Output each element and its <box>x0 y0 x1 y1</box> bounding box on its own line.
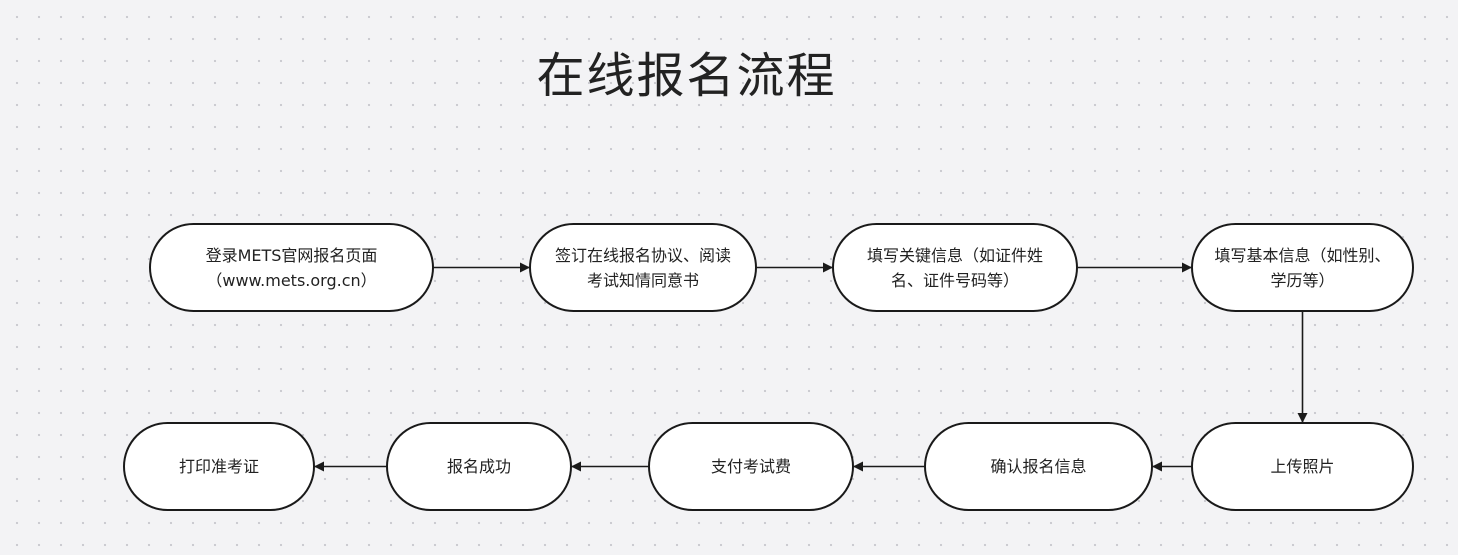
step-label: 登录METS官网报名页面（www.mets.org.cn） <box>205 245 378 290</box>
step-print-admission-ticket: 打印准考证 <box>123 422 315 511</box>
step-confirm-info: 确认报名信息 <box>924 422 1153 511</box>
step-pay-fee: 支付考试费 <box>648 422 854 511</box>
step-label: 上传照片 <box>1270 457 1335 476</box>
step-fill-key-info: 填写关键信息（如证件姓名、证件号码等） <box>832 223 1078 312</box>
step-label: 签订在线报名协议、阅读考试知情同意书 <box>554 245 731 290</box>
step-label: 支付考试费 <box>710 457 791 476</box>
step-upload-photo: 上传照片 <box>1191 422 1414 511</box>
step-label: 确认报名信息 <box>990 457 1087 476</box>
step-login-mets-site: 登录METS官网报名页面（www.mets.org.cn） <box>149 223 434 312</box>
step-fill-basic-info: 填写基本信息（如性别、学历等） <box>1191 223 1414 312</box>
step-registration-success: 报名成功 <box>386 422 572 511</box>
page-title: 在线报名流程 <box>536 48 837 104</box>
step-label: 打印准考证 <box>178 457 259 476</box>
step-label: 填写关键信息（如证件姓名、证件号码等） <box>866 245 1043 290</box>
step-sign-agreement: 签订在线报名协议、阅读考试知情同意书 <box>529 223 757 312</box>
step-label: 报名成功 <box>446 457 511 476</box>
step-label: 填写基本信息（如性别、学历等） <box>1214 245 1391 290</box>
